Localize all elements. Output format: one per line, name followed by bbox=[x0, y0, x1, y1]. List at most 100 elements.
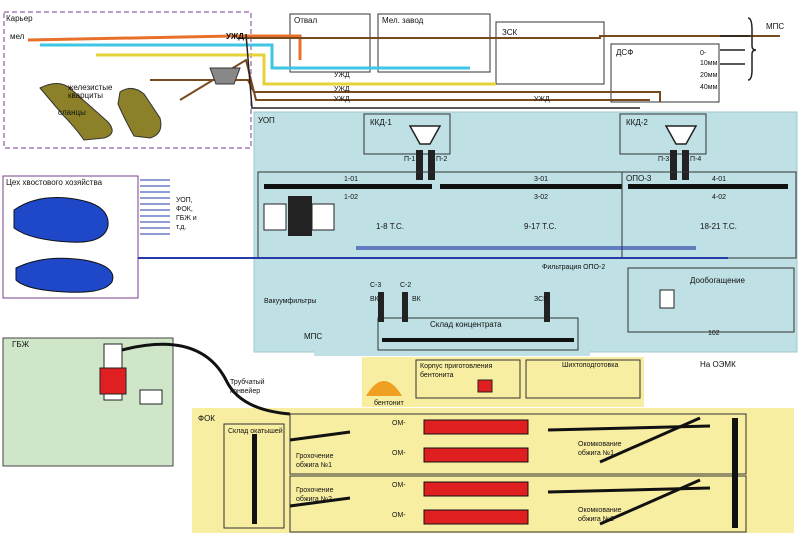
label-s102: 1-02 bbox=[344, 194, 359, 201]
label-n102: 102 bbox=[708, 330, 720, 337]
otval-box bbox=[289, 13, 371, 73]
sklad-okatyshey-conveyor bbox=[252, 434, 257, 524]
label-kkd1: ККД-1 bbox=[370, 118, 392, 127]
label-zsk: ЗСК bbox=[502, 28, 518, 37]
label-om4: ОМ- bbox=[392, 512, 406, 519]
label-om3: ОМ- bbox=[392, 482, 406, 489]
p1-bunker bbox=[416, 150, 423, 180]
vk-tower-1 bbox=[378, 292, 384, 322]
label-zsk-small: ЗСК bbox=[534, 296, 548, 303]
tailings-pond-2 bbox=[15, 257, 114, 293]
label-sklad-okatyshey: Склад окатышей bbox=[228, 428, 283, 435]
label-p3: П-3 bbox=[658, 156, 670, 163]
concentrate-conveyor bbox=[382, 338, 574, 342]
thickener-row bbox=[356, 246, 696, 250]
label-uzhd-top: УЖД bbox=[226, 32, 244, 41]
label-okomkovanie2: Окомкование обжига №2 bbox=[578, 507, 622, 523]
label-s3: С-3 bbox=[370, 282, 382, 289]
label-opo3: ОПО-3 bbox=[626, 174, 652, 183]
label-uzhd-b: УЖД bbox=[334, 86, 350, 93]
shikhto-box bbox=[525, 359, 641, 399]
label-sklad-konc: Склад концентрата bbox=[430, 320, 502, 329]
kiln-line-2 bbox=[423, 481, 529, 525]
label-p4: П-4 bbox=[690, 156, 702, 163]
label-dsf-fr2: 10мм bbox=[700, 60, 718, 67]
fok-elevator bbox=[732, 418, 738, 528]
label-filtration: Фильтрация ОПО-2 bbox=[542, 264, 606, 271]
pellet-conveyors bbox=[289, 416, 711, 526]
rail-lines bbox=[27, 33, 780, 109]
tailings-pipes bbox=[140, 179, 170, 235]
label-uop-fok: УОП, ФОК, ГБЖ и т.д. bbox=[176, 197, 197, 231]
tubular-conveyor bbox=[121, 342, 291, 416]
label-uzhd-c: УЖД bbox=[334, 96, 350, 103]
label-s302: 3-02 bbox=[534, 194, 549, 201]
p2-bunker bbox=[428, 150, 435, 180]
label-s401: 4-01 bbox=[712, 176, 727, 183]
label-mel: мел bbox=[10, 32, 25, 41]
conveyor-4-01 bbox=[628, 184, 788, 189]
mps-brace bbox=[747, 17, 757, 81]
kiln-line-1 bbox=[423, 419, 529, 463]
sklad-okatyshey-box bbox=[223, 423, 285, 529]
korpus-box bbox=[415, 359, 521, 399]
kkd1-crusher-icon bbox=[408, 125, 442, 145]
label-dooboga: Дообогащение bbox=[690, 276, 745, 285]
label-uzhd-a: УЖД bbox=[334, 72, 350, 79]
tailings-pond-1 bbox=[13, 197, 109, 243]
label-fok: ФОК bbox=[198, 414, 215, 423]
label-bentonit: бентонит bbox=[374, 400, 404, 407]
label-gbzh: ГБЖ bbox=[12, 340, 29, 349]
label-kkd2: ККД-2 bbox=[626, 118, 648, 127]
conveyor-1-01 bbox=[264, 184, 432, 189]
label-s402: 4-02 bbox=[712, 194, 727, 201]
mel-zavod-box bbox=[377, 13, 491, 73]
gbzh-pellet-drum bbox=[139, 389, 163, 405]
ore-body-1 bbox=[39, 83, 113, 141]
label-mel-zavod: Мел. завод bbox=[382, 16, 424, 25]
label-ts1: 1-8 Т.С. bbox=[376, 222, 405, 231]
separator-block bbox=[288, 196, 312, 236]
line1-box bbox=[289, 413, 747, 475]
p4-bunker bbox=[682, 150, 689, 180]
line2-box bbox=[289, 475, 747, 533]
label-dsf-fr4: 40мм bbox=[700, 84, 718, 91]
label-s2: С-2 bbox=[400, 282, 412, 289]
dooboga-mill-icon bbox=[659, 289, 675, 309]
quarry-excavator-pit bbox=[209, 67, 241, 85]
label-uzhd-d: УЖД bbox=[534, 96, 550, 103]
ore-body-2 bbox=[117, 88, 162, 139]
label-p2: П-2 bbox=[436, 156, 448, 163]
label-dsf: ДСФ bbox=[616, 48, 634, 57]
label-om2: ОМ- bbox=[392, 450, 406, 457]
label-karer: Карьер bbox=[6, 14, 33, 23]
label-mps-top: МПС bbox=[766, 22, 785, 31]
vk-tower-2 bbox=[402, 292, 408, 322]
conveyor-3-01 bbox=[440, 184, 622, 189]
label-korpus: Корпус приготовления бентонита bbox=[420, 363, 493, 379]
label-vk2: ВК bbox=[412, 296, 421, 303]
dooboga-box bbox=[627, 267, 795, 333]
label-shikhto: Шихтоподготовка bbox=[562, 362, 619, 369]
label-s301: 3-01 bbox=[534, 176, 549, 183]
mill-1-icon bbox=[263, 203, 287, 231]
label-grokochenie1: Грохочение обжига №1 bbox=[296, 453, 334, 469]
label-vakuum: Вакуумфильтры bbox=[264, 298, 317, 305]
korpus-mixer-icon bbox=[477, 379, 493, 393]
label-zhelezistye-kvartsity: железистые кварциты bbox=[68, 83, 113, 100]
label-om1: ОМ- bbox=[392, 420, 406, 427]
bentonite-pile bbox=[366, 381, 402, 396]
label-dsf-fr3: 20мм bbox=[700, 72, 718, 79]
label-tailings: Цех хвостового хозяйства bbox=[6, 178, 103, 187]
label-vk1: ВК bbox=[370, 296, 379, 303]
label-trubchaty: Трубчатый конвейер bbox=[230, 379, 265, 395]
label-dsf-fr1: 0- bbox=[700, 50, 707, 57]
label-ts3: 18-21 Т.С. bbox=[700, 222, 737, 231]
label-mps-mid: МПС bbox=[304, 332, 323, 341]
gbzh-reactor bbox=[99, 367, 127, 395]
zsk-tower bbox=[544, 292, 550, 322]
concentrate-store-box bbox=[377, 317, 579, 351]
label-na-ozmk: На ОЭМК bbox=[700, 360, 736, 369]
p3-bunker bbox=[670, 150, 677, 180]
